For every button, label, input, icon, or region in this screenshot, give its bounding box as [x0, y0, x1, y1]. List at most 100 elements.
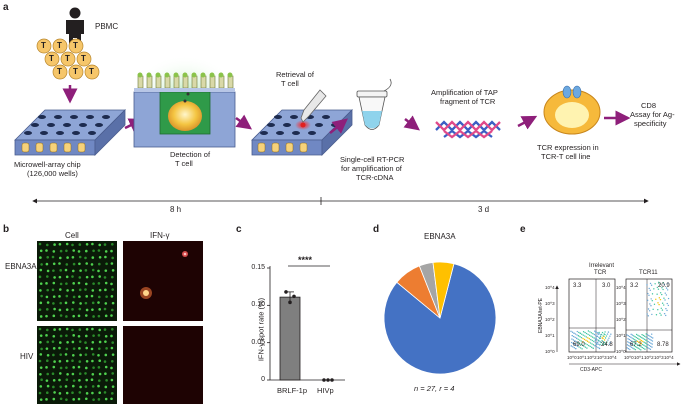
q2-ur: 20.9 [658, 283, 670, 289]
flow-event [596, 335, 599, 338]
flow-event [642, 347, 645, 350]
flow-event [579, 339, 581, 341]
flow-event [592, 347, 594, 349]
flow-event [573, 332, 575, 334]
cell-dot [39, 366, 43, 369]
cell-dot [71, 359, 74, 363]
image-ifn-hiv [123, 326, 203, 404]
cell-dot [38, 391, 42, 395]
flow-event [636, 337, 639, 340]
flow-event [651, 293, 654, 295]
pcr-tube-icon [356, 78, 392, 130]
flow-x-tick-2: 10^3 [654, 355, 664, 360]
flow-event [593, 333, 596, 336]
rtpcr-label-2: for amplification of [341, 164, 402, 173]
flow-event [648, 334, 650, 337]
flow-event [585, 336, 587, 338]
data-point [284, 290, 288, 294]
cell-dot [105, 379, 108, 382]
cell-dot [72, 334, 75, 337]
flow-event [595, 334, 597, 337]
cell-dot [46, 384, 50, 388]
cell-dot [91, 353, 95, 356]
cell-dot [85, 392, 89, 395]
flow-event [631, 337, 633, 339]
flow-event [626, 344, 629, 346]
cell-dot [51, 288, 55, 292]
flow-event [629, 339, 632, 342]
flow-event [648, 287, 650, 290]
flow-event [646, 313, 648, 315]
cell-dot [45, 398, 48, 401]
cell-dot [103, 328, 107, 331]
flow-event [593, 337, 595, 339]
cell-dot [45, 249, 48, 252]
flow-event [597, 343, 599, 345]
retrieval-label-1: Retrieval of [276, 70, 314, 79]
cell-dot [78, 347, 81, 350]
cell-dot [110, 249, 113, 253]
flow-event [630, 336, 632, 339]
cell-dot [78, 255, 82, 259]
y-tick-label: 0 [261, 376, 265, 383]
flow-event [588, 344, 590, 347]
flow-event [627, 338, 629, 340]
flow-event [576, 337, 578, 340]
flow-event [593, 340, 595, 343]
flow-event [634, 348, 637, 351]
micropipette-icon [300, 89, 327, 123]
cell-dot [85, 366, 88, 370]
cell-dot [110, 397, 113, 401]
flow-event [661, 302, 664, 304]
flow-event [647, 337, 650, 340]
cell-dot [97, 269, 100, 273]
cell-dot [65, 315, 68, 318]
cell-dot [98, 243, 101, 247]
cell-dot [104, 269, 108, 272]
pie-caption: n = 27, r = 4 [414, 384, 455, 393]
dna-fragments [435, 120, 501, 139]
flow-event [592, 333, 594, 335]
cell-dot [64, 268, 68, 272]
microwell-chip [14, 109, 126, 156]
flow-event [576, 334, 578, 336]
cell-dot [52, 347, 56, 350]
flow-event [640, 349, 642, 351]
flow-event [576, 330, 578, 333]
cell-dot [98, 359, 101, 363]
flow-event [598, 333, 600, 335]
cell-dot [91, 256, 95, 259]
cell-dot [104, 397, 108, 401]
cell-dot [91, 391, 94, 395]
cell-dot [78, 372, 82, 375]
cell-dot [65, 327, 69, 331]
flow-event [603, 335, 605, 338]
cell-dot [111, 360, 114, 363]
cell-dot [90, 294, 94, 298]
flow-event [579, 336, 581, 338]
cell-dot [64, 385, 68, 388]
cell-dot [65, 249, 68, 253]
flow-event [597, 333, 599, 336]
cell-dot [65, 391, 69, 395]
cell-dot [72, 384, 75, 388]
cell-dot [91, 242, 94, 246]
flow-event [627, 335, 629, 337]
flow-event [574, 336, 576, 339]
flow-event [649, 345, 652, 348]
cell-dot [45, 295, 49, 299]
cell-dot [59, 353, 62, 356]
cell-dot [103, 360, 107, 363]
q2-ll: 67.2 [630, 342, 642, 348]
flow-ylabel: EBNA3A/tet-PE [538, 297, 545, 334]
cell-dot [97, 249, 101, 252]
flow-event [645, 336, 647, 338]
cell-dot [84, 372, 87, 375]
y-tick-label: 0.10 [251, 301, 265, 309]
flow-event [647, 315, 650, 317]
flow-event [645, 339, 647, 341]
flow-event [604, 331, 606, 333]
t-cell-letter: T [65, 54, 70, 63]
cell-dot [45, 262, 49, 266]
flow-event [647, 347, 649, 349]
